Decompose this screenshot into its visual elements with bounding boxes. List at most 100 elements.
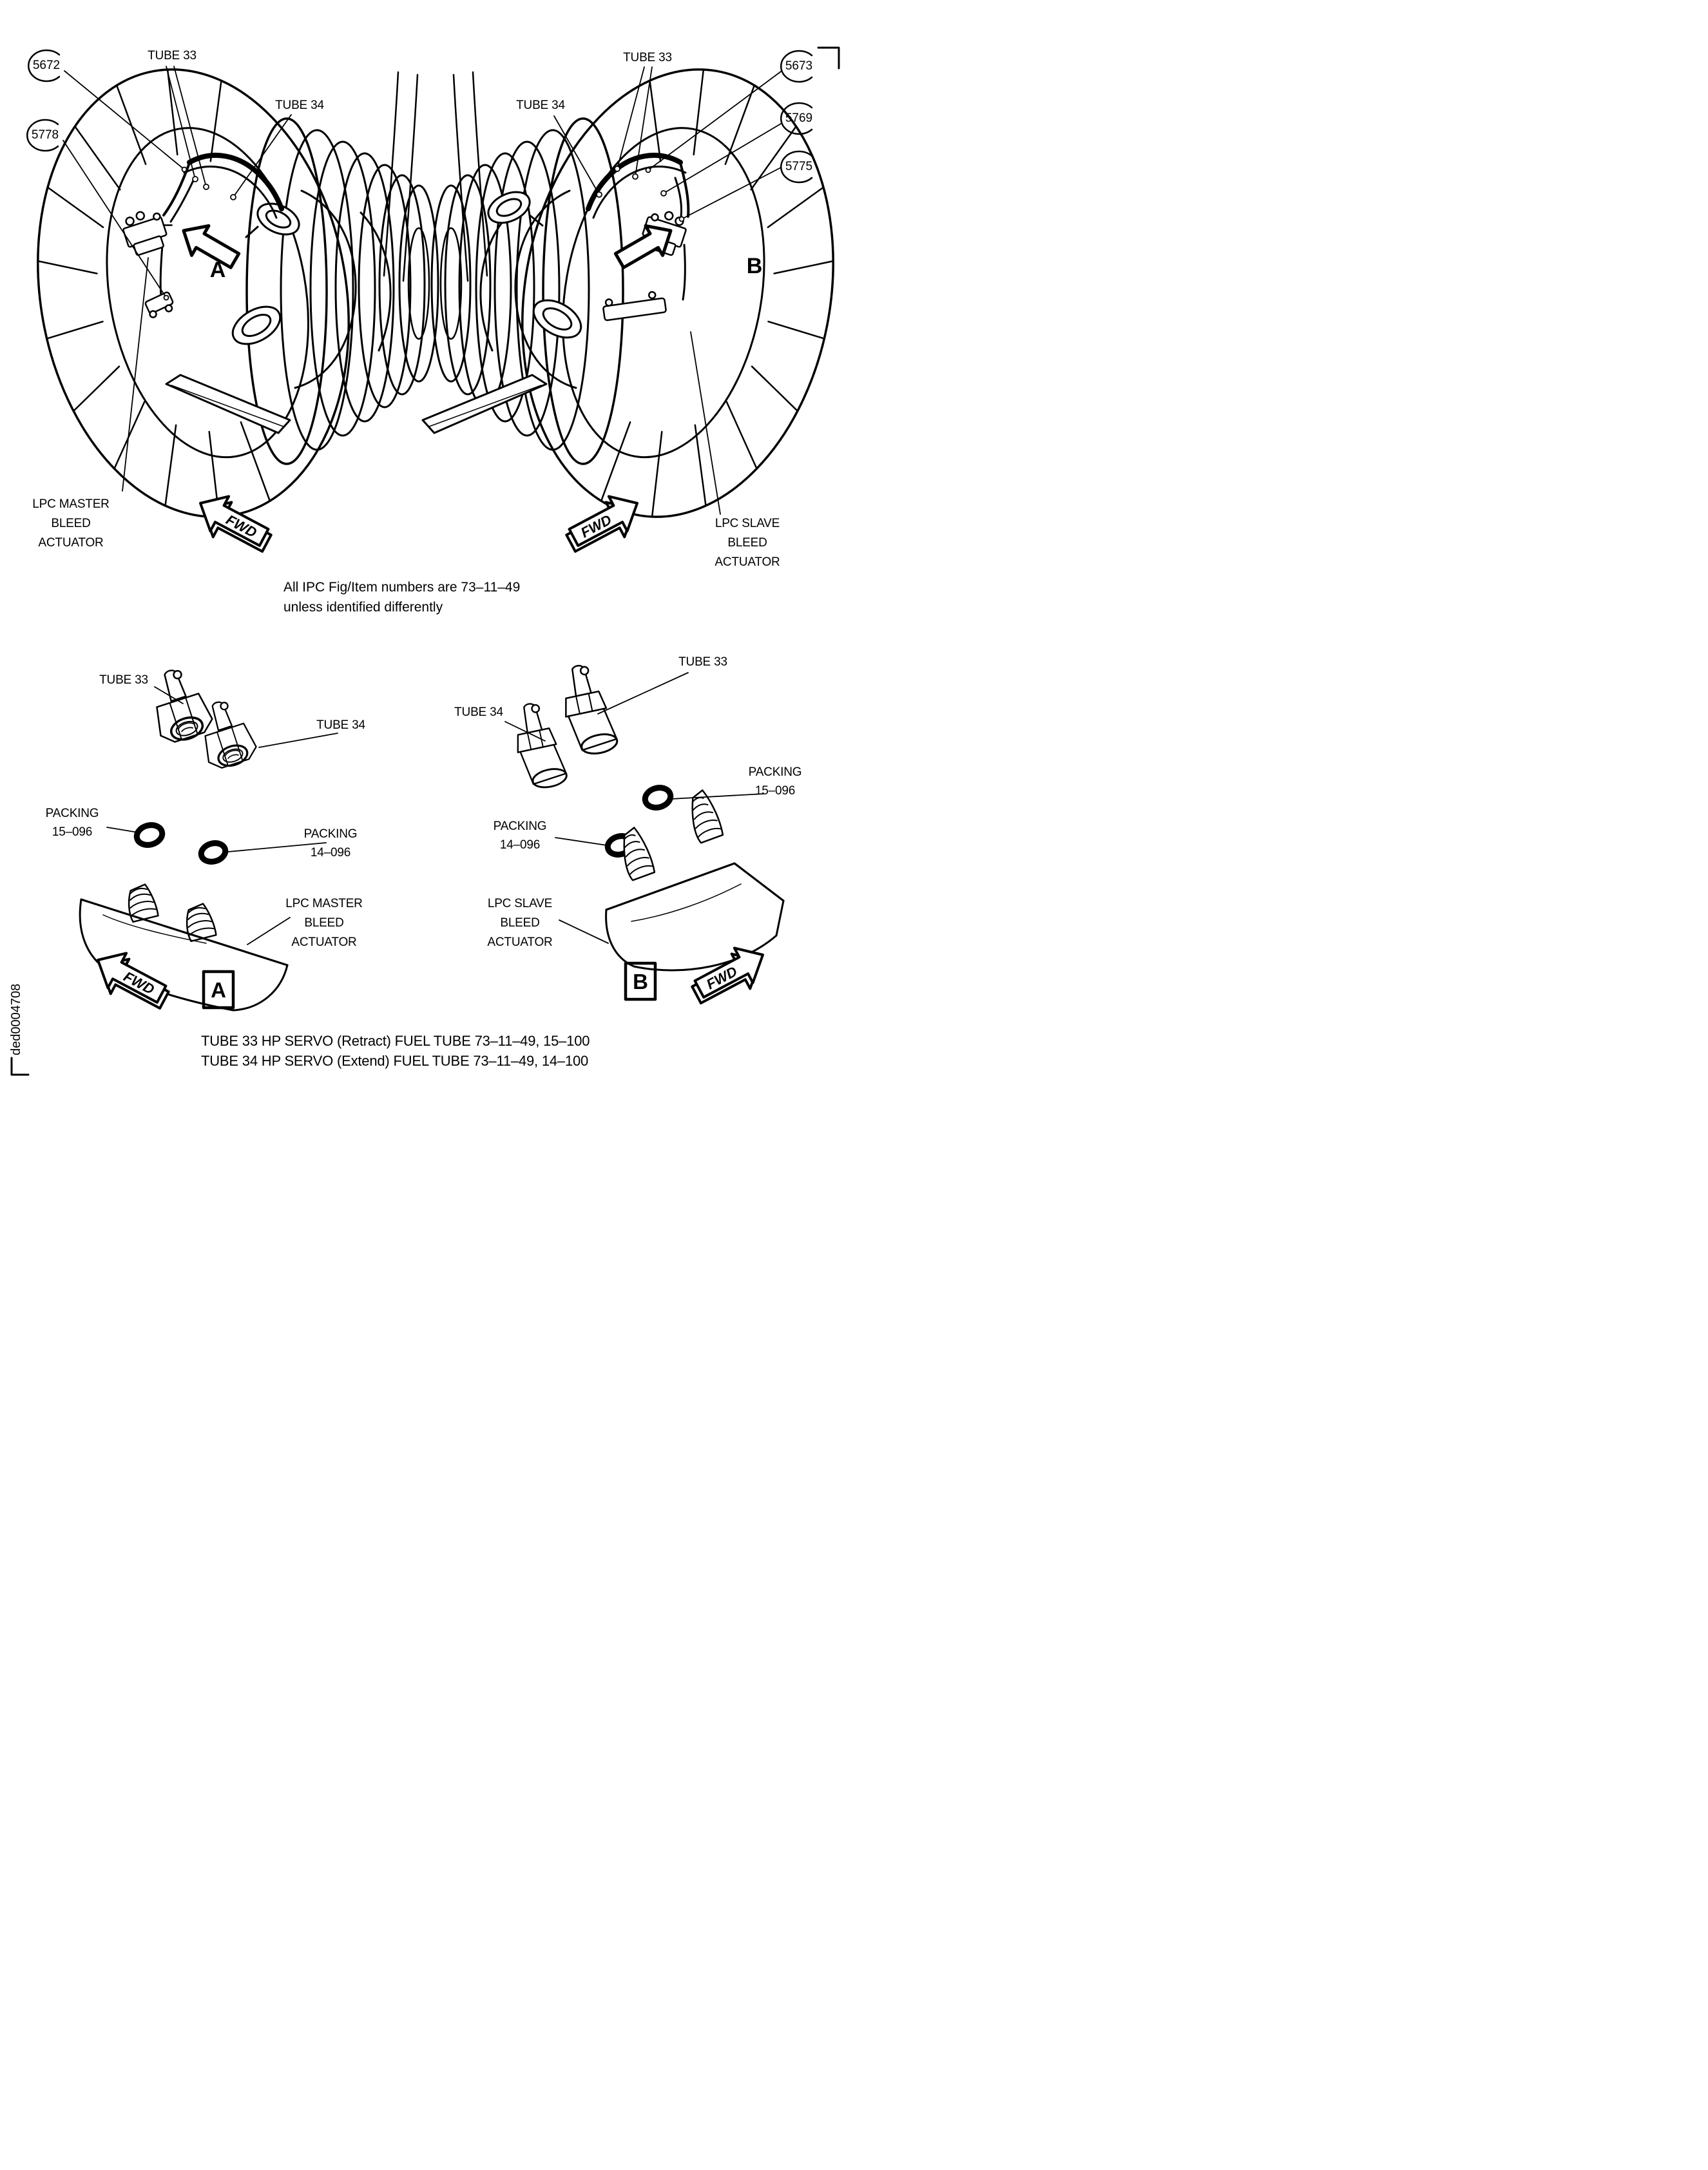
label-line: ACTUATOR bbox=[487, 936, 553, 949]
cowl-curves-right bbox=[452, 71, 577, 389]
label-line: BLEED bbox=[727, 536, 767, 550]
label-line: BLEED bbox=[51, 517, 91, 530]
detail-a-tube34-label: TUBE 34 bbox=[316, 718, 365, 732]
detail-a-drawing bbox=[79, 669, 338, 1012]
detail-b-tube34-label: TUBE 34 bbox=[454, 706, 503, 719]
label-line: BLEED bbox=[500, 916, 540, 930]
view-b-engine-drawing bbox=[421, 50, 834, 518]
lower-clamp-left bbox=[144, 291, 174, 318]
detail-b-id-box bbox=[624, 961, 657, 1001]
view-a-tube33-label: TUBE 33 bbox=[148, 49, 197, 62]
label-line: ACTUATOR bbox=[291, 936, 357, 949]
detail-a-actuator-label: LPC MASTER BLEED ACTUATOR bbox=[269, 894, 379, 952]
leader-lines-view-a bbox=[62, 66, 292, 492]
document-code: ded0004708 bbox=[9, 983, 23, 1055]
lower-clamp-right bbox=[602, 291, 667, 322]
detail-b-packing-14-label: PACKING 14–096 bbox=[468, 817, 571, 854]
slave-actuator-body bbox=[605, 789, 785, 972]
figure-artwork: FWD FWD FWD FWD bbox=[10, 46, 840, 1076]
fwd-arrow-view-b: FWD bbox=[565, 495, 638, 553]
label-line: 14–096 bbox=[310, 846, 351, 859]
tube-clamp-dots-right bbox=[596, 166, 685, 222]
label-line: BLEED bbox=[304, 916, 344, 930]
ipc-note-line1: All IPC Fig/Item numbers are 73–11–49 bbox=[283, 580, 521, 595]
detail-b-drawing bbox=[504, 664, 785, 1001]
ipc-note-line2: unless identified differently bbox=[283, 600, 443, 615]
packing-15-096-b bbox=[642, 785, 674, 811]
label-line: ACTUATOR bbox=[715, 555, 780, 569]
packing-14-096-a bbox=[198, 840, 229, 865]
label-line: LPC SLAVE bbox=[715, 517, 780, 530]
view-b-tube33-label: TUBE 33 bbox=[623, 51, 672, 64]
caption-tube33: TUBE 33 HP SERVO (Retract) FUEL TUBE 73–… bbox=[201, 1033, 590, 1049]
label-line: LPC MASTER bbox=[32, 497, 110, 511]
label-line: 14–096 bbox=[499, 838, 541, 852]
figure-captions: TUBE 33 HP SERVO (Retract) FUEL TUBE 73–… bbox=[201, 1031, 590, 1071]
view-a-tube34-label: TUBE 34 bbox=[275, 99, 324, 112]
ipc-note: All IPC Fig/Item numbers are 73–11–49 un… bbox=[283, 577, 520, 617]
label-line: 15–096 bbox=[52, 825, 93, 839]
tube33-fitting-b bbox=[565, 664, 619, 754]
leader-lines-detail-a bbox=[106, 686, 338, 945]
compressor-drum-left bbox=[245, 117, 439, 465]
view-a-engine-drawing bbox=[26, 49, 439, 518]
label-line: LPC MASTER bbox=[285, 897, 363, 910]
callout-rings-view-a bbox=[26, 49, 61, 152]
cowl-curves-left bbox=[294, 71, 419, 389]
corner-mark-bottom-left bbox=[10, 1057, 30, 1076]
detail-b-box-letter: B bbox=[633, 970, 648, 994]
callout-rings-view-b bbox=[780, 50, 813, 184]
view-a-arrow-letter: A bbox=[209, 258, 226, 282]
strut-left bbox=[165, 374, 291, 434]
detail-a-tube33-label: TUBE 33 bbox=[99, 673, 148, 687]
leader-lines-view-b bbox=[553, 66, 782, 515]
tube-clamp-dots-left bbox=[163, 166, 236, 301]
callout-5769: 5769 bbox=[785, 111, 813, 125]
detail-b-pointer-arrow bbox=[613, 224, 673, 269]
label-line: ACTUATOR bbox=[38, 536, 104, 550]
caption-tube34: TUBE 34 HP SERVO (Extend) FUEL TUBE 73–1… bbox=[201, 1053, 589, 1069]
tube34-fitting-a bbox=[204, 701, 257, 769]
master-actuator-body bbox=[79, 883, 289, 1012]
bell-horns-left bbox=[231, 202, 300, 345]
detail-a-id-box bbox=[202, 970, 235, 1010]
callout-5673: 5673 bbox=[785, 59, 813, 73]
detail-a-box-letter: A bbox=[211, 978, 226, 1002]
label-line: PACKING bbox=[748, 765, 802, 779]
label-line: PACKING bbox=[493, 820, 547, 833]
master-actuator-drawing bbox=[122, 211, 173, 256]
detail-b-actuator-label: LPC SLAVE BLEED ACTUATOR bbox=[465, 894, 575, 952]
detail-a-packing-14-label: PACKING 14–096 bbox=[279, 825, 382, 862]
leader-lines-detail-b bbox=[504, 672, 765, 944]
view-a-actuator-label: LPC MASTER BLEED ACTUATOR bbox=[16, 495, 126, 553]
detail-b-tube33-label: TUBE 33 bbox=[678, 655, 727, 669]
manual-page: FWD FWD FWD FWD 5672 5778 5673 5769 5775… bbox=[0, 0, 854, 1085]
tube33-fitting-a bbox=[156, 669, 213, 743]
detail-a-packing-15-label: PACKING 15–096 bbox=[21, 804, 124, 841]
detail-b-packing-15-label: PACKING 15–096 bbox=[724, 763, 827, 800]
view-b-tube34-label: TUBE 34 bbox=[516, 99, 565, 112]
label-line: 15–096 bbox=[754, 784, 796, 798]
label-line: LPC SLAVE bbox=[487, 897, 553, 910]
bell-horns-right bbox=[487, 191, 582, 339]
fan-disk-right bbox=[521, 68, 834, 518]
fwd-arrow-view-a: FWD bbox=[199, 495, 273, 553]
label-line: PACKING bbox=[303, 827, 358, 841]
fan-spokes bbox=[600, 68, 834, 518]
strut-right bbox=[421, 374, 548, 434]
label-line: PACKING bbox=[45, 807, 99, 820]
callout-5672: 5672 bbox=[32, 59, 61, 72]
fwd-arrow-detail-b: FWD bbox=[691, 946, 764, 1004]
callout-5778: 5778 bbox=[31, 128, 59, 142]
fwd-arrow-detail-a: FWD bbox=[97, 952, 170, 1010]
detail-a-pointer-arrow bbox=[182, 224, 241, 269]
view-b-actuator-label: LPC SLAVE BLEED ACTUATOR bbox=[693, 514, 802, 572]
fuel-tubes-left bbox=[159, 153, 284, 298]
callout-5775: 5775 bbox=[785, 160, 813, 173]
tube34-fitting-b bbox=[517, 703, 568, 789]
fan-spokes bbox=[37, 68, 271, 518]
compressor-drum-right bbox=[430, 117, 624, 465]
corner-mark-top-right bbox=[817, 46, 840, 70]
view-b-arrow-letter: B bbox=[746, 254, 763, 278]
packing-15-096-a bbox=[133, 822, 166, 848]
